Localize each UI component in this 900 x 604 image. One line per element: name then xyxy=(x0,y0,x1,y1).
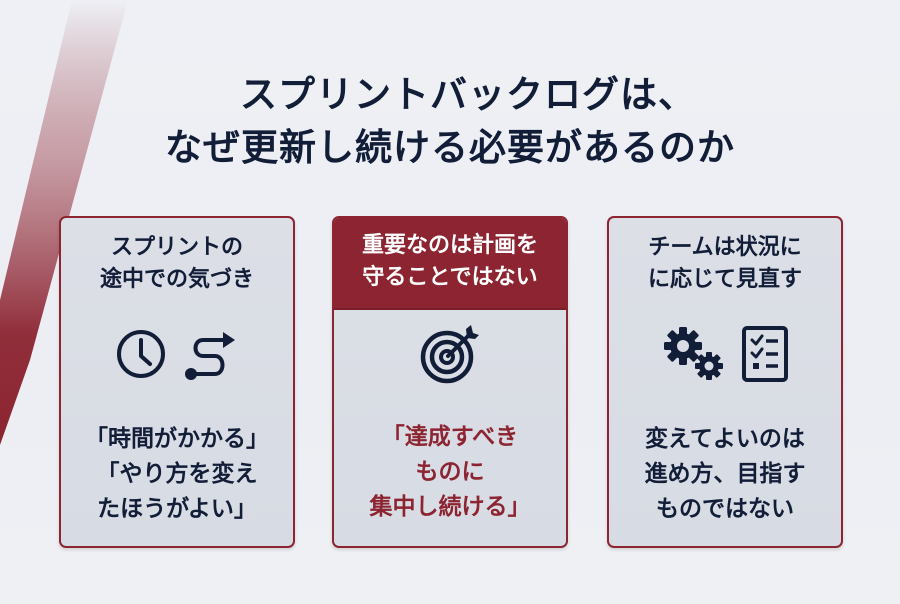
gears-icon xyxy=(661,324,727,384)
card-heading: 重要なのは計画を 守ることではない xyxy=(334,218,566,310)
card-body-line: 集中し続ける」 xyxy=(369,494,531,520)
card-body-line: 「時間がかかる」 xyxy=(85,426,269,452)
card-heading-line: 途中での気づき xyxy=(99,267,254,292)
card-body: 「時間がかかる」 「やり方を変え たほうがよい」 xyxy=(61,422,293,527)
card-heading-line: 守ることではない xyxy=(362,265,538,290)
route-arrow-icon xyxy=(181,326,239,382)
card-icons xyxy=(609,324,841,384)
page-title: スプリントバックログは、 なぜ更新し続ける必要があるのか xyxy=(0,68,900,174)
card-body-line: 変えてよいのは xyxy=(645,426,805,452)
card-body: 変えてよいのは 進め方、目指す ものではない xyxy=(609,422,841,527)
card-icons xyxy=(334,324,566,384)
checklist-icon xyxy=(741,325,789,383)
card-body-line: 進め方、目指す xyxy=(644,461,806,487)
clock-icon xyxy=(115,328,167,380)
card-body-line: 「やり方を変え xyxy=(96,461,258,487)
target-icon xyxy=(419,323,481,385)
card-heading: チームは状況に に応じて見直す xyxy=(609,232,841,296)
card-team-review: チームは状況に に応じて見直す xyxy=(607,216,843,548)
card-body-line: ものではない xyxy=(656,496,794,522)
card-body: 「達成すべき ものに 集中し続ける」 xyxy=(334,420,566,525)
title-line-2: なぜ更新し続ける必要があるのか xyxy=(165,126,735,169)
card-mid-sprint-insights: スプリントの 途中での気づき 「時間がかかる」 「やり方を変え たほうがよい」 xyxy=(59,216,295,548)
card-heading-line: スプリントの xyxy=(110,235,243,260)
card-body-line: たほうがよい」 xyxy=(97,496,257,522)
card-icons xyxy=(61,324,293,384)
title-line-1: スプリントバックログは、 xyxy=(240,73,696,116)
card-focus-on-goal: 重要なのは計画を 守ることではない 「達成すべき ものに 集中し続ける」 xyxy=(332,216,568,548)
card-heading-line: チームは状況に xyxy=(648,235,802,260)
card-heading: スプリントの 途中での気づき xyxy=(61,232,293,296)
card-heading-line: に応じて見直す xyxy=(647,267,802,292)
card-body-line: 「達成すべき xyxy=(381,424,519,450)
card-heading-line: 重要なのは計画を xyxy=(361,233,538,258)
card-body-line: ものに xyxy=(415,459,485,485)
